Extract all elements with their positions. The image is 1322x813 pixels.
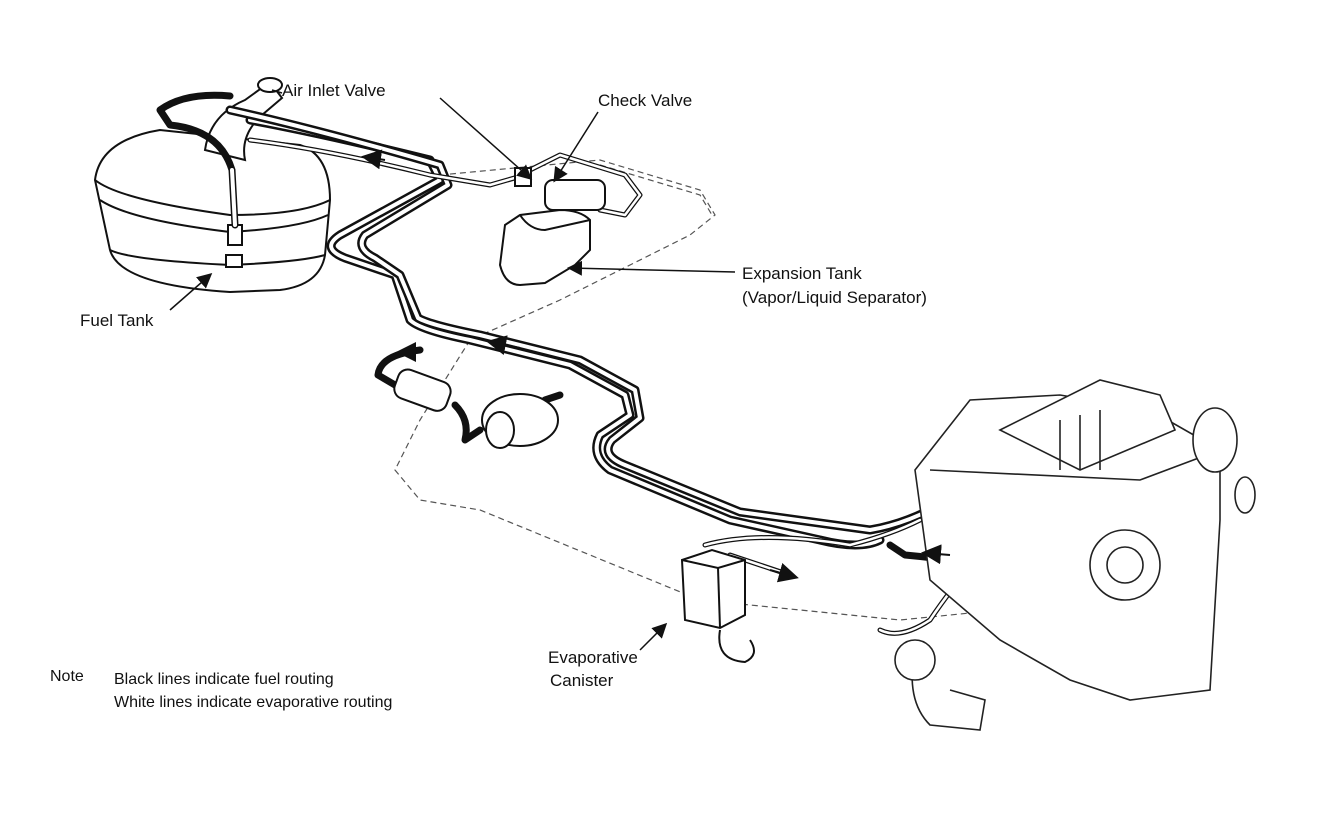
flow-arrows — [361, 149, 951, 583]
evaporative-canister-label-line2: Canister — [550, 671, 614, 690]
air-inlet-valve-label: Air Inlet Valve — [282, 81, 386, 100]
note-prefix: Note — [50, 668, 84, 685]
evaporative-canister — [680, 548, 755, 664]
engine-block — [894, 379, 1256, 731]
leader-lines — [169, 89, 736, 651]
fuel-tank — [93, 77, 332, 294]
note-line-fuel: Black lines indicate fuel routing — [114, 671, 334, 688]
check-valve-label: Check Valve — [598, 91, 693, 110]
fuel-filter-small — [393, 368, 452, 412]
expansion-tank-label-line2: (Vapor/Liquid Separator) — [742, 288, 927, 307]
note-line-evaporative: White lines indicate evaporative routing — [114, 694, 393, 711]
fuel-filter-large — [481, 393, 559, 449]
chassis-outline — [394, 159, 1001, 621]
expansion-tank-label-line1: Expansion Tank — [742, 264, 862, 283]
fuel-tank-label: Fuel Tank — [80, 311, 154, 330]
expansion-tank — [498, 167, 606, 287]
evaporative-canister-label-line1: Evaporative — [548, 648, 638, 667]
